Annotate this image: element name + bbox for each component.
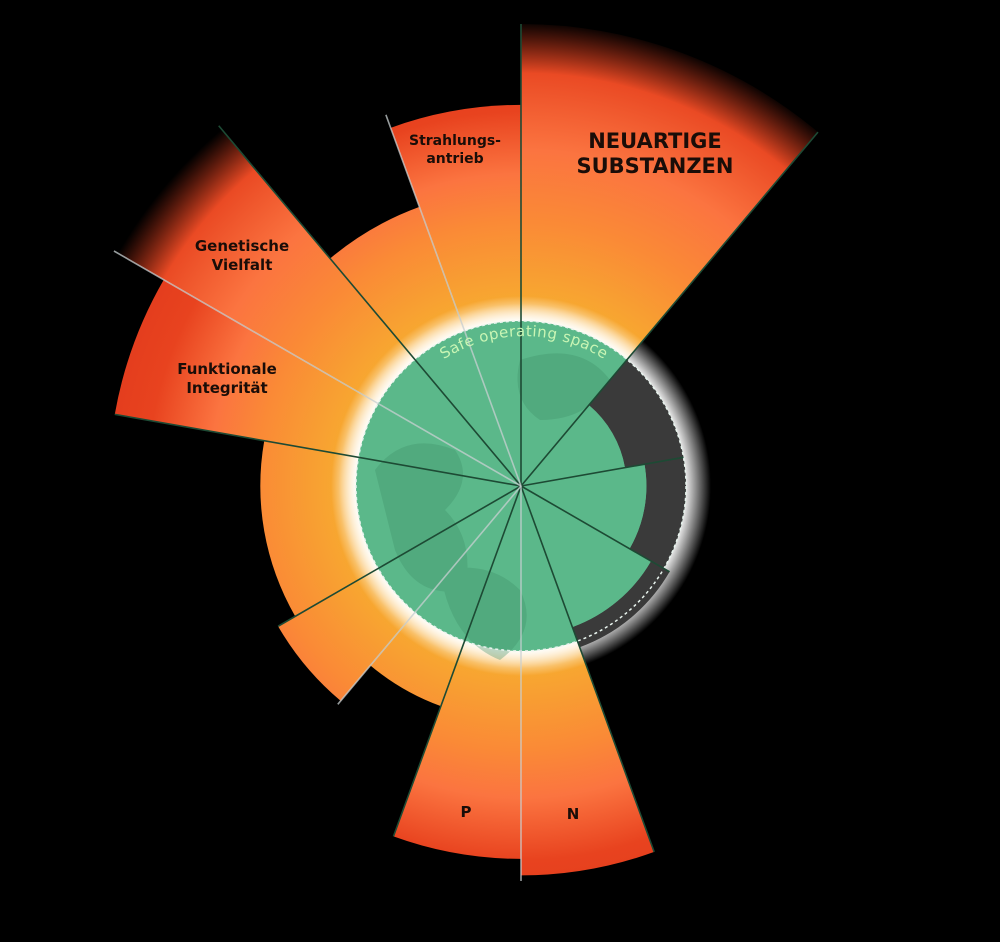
segment-ozone xyxy=(521,405,625,486)
label-novel-entities: NEUARTIGE xyxy=(588,129,722,153)
divider-line xyxy=(520,485,671,573)
divider-line xyxy=(114,413,522,487)
subdivider-line xyxy=(385,114,522,487)
label-nitrogen: N xyxy=(567,805,580,823)
label-novel-entities: SUBSTANZEN xyxy=(577,154,734,178)
divider-line xyxy=(277,485,522,627)
continents-shape xyxy=(375,353,640,660)
divider-line xyxy=(520,485,655,853)
divider-line xyxy=(520,131,819,487)
segment-ozone-band xyxy=(588,359,684,468)
label-functional-integrity: Integrität xyxy=(186,379,267,397)
divider-line xyxy=(392,485,522,837)
segment-ocean-acidification-band xyxy=(572,561,670,648)
label-functional-integrity: Funktionale xyxy=(177,360,277,378)
label-genetic-diversity: Genetische xyxy=(195,237,289,255)
segment-aerosol-band xyxy=(629,457,686,569)
label-genetic-diversity: Vielfalt xyxy=(212,256,273,274)
divider-line xyxy=(218,125,522,487)
segment-ocean-acidification xyxy=(521,486,652,628)
segment-aerosol xyxy=(521,464,647,549)
subdivider-line xyxy=(337,485,522,705)
subdivider-line xyxy=(113,250,522,487)
label-radiative-forcing: Strahlungs- xyxy=(409,133,501,149)
label-phosphorus: P xyxy=(461,803,472,821)
divider-line xyxy=(520,456,684,487)
label-radiative-forcing: antrieb xyxy=(426,151,483,167)
